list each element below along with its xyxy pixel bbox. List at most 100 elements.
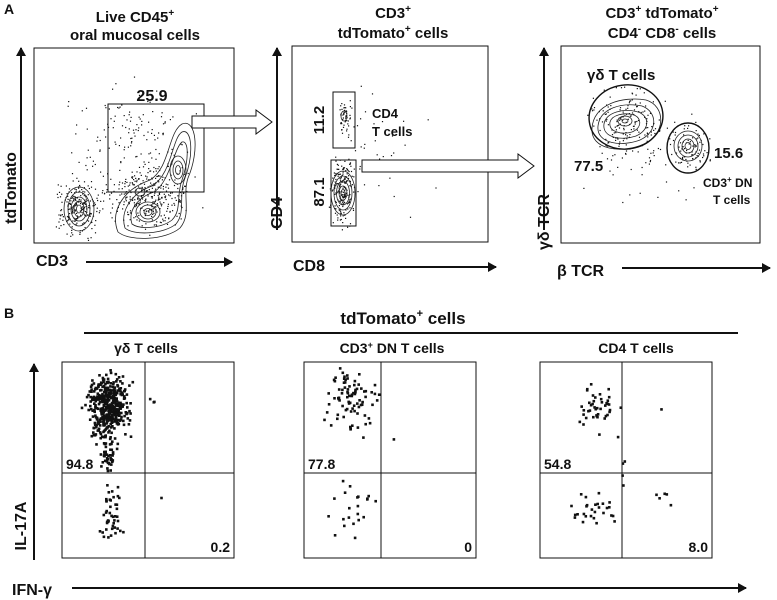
- plotB1-dot: [107, 431, 110, 434]
- plot3-dot: [617, 166, 619, 168]
- plot1-dot: [99, 150, 101, 152]
- plotB3-dot: [619, 406, 623, 409]
- plot2-dot: [348, 200, 351, 202]
- plot3-dot: [648, 163, 650, 165]
- plotB1-dot: [99, 436, 102, 440]
- plot1-dot: [81, 110, 83, 112]
- plot1-dot: [60, 215, 62, 217]
- plot1-dot: [160, 203, 162, 205]
- plotB1-dot: [111, 420, 114, 424]
- plot1-title-line1: Live CD45+: [96, 8, 175, 26]
- plot1-dot: [60, 209, 63, 211]
- plotB3-dot: [582, 512, 586, 516]
- plot3-dot: [622, 119, 624, 121]
- plot1-dot: [106, 189, 108, 191]
- plot1-dot: [137, 186, 140, 188]
- plot1-dot: [150, 196, 153, 198]
- plotB1-dot: [107, 380, 110, 384]
- plot1-dot: [167, 165, 169, 168]
- plotB2-dot: [348, 485, 352, 488]
- plot1-dot: [61, 214, 63, 216]
- plot3-dot: [609, 170, 611, 172]
- plot3-dot: [636, 106, 638, 108]
- plot3-dot: [652, 101, 654, 103]
- plot1-dot: [111, 217, 113, 219]
- plot3-dot: [702, 143, 704, 146]
- plot3-dot: [644, 110, 646, 112]
- plot3-dot: [593, 107, 596, 109]
- plot1-dot: [180, 218, 182, 220]
- plot3-dot: [684, 125, 686, 127]
- plot1-dot: [164, 197, 166, 199]
- plot1-dot: [86, 128, 88, 130]
- plot3-dot: [633, 128, 635, 130]
- plotB1-dot: [101, 413, 105, 416]
- plot1-dot: [157, 137, 159, 139]
- plot1-dot: [58, 214, 60, 216]
- plot1-dot: [121, 188, 123, 190]
- plot1-dot: [85, 203, 87, 206]
- plot3-dot: [628, 102, 630, 104]
- plot1-dot: [75, 199, 77, 201]
- plot3-dot: [696, 155, 698, 157]
- plotB1-dot: [116, 442, 120, 446]
- plotB3-dot: [582, 409, 586, 412]
- plotB1-dot: [101, 407, 104, 410]
- plot1-dot: [145, 210, 147, 212]
- plot1-dot: [131, 199, 134, 201]
- plot1-dot: [89, 156, 91, 158]
- plot1-dot: [155, 209, 157, 211]
- plot1-dot: [72, 212, 74, 214]
- plot1-dot: [162, 176, 164, 178]
- plot2-gate-cd4: [332, 91, 356, 149]
- plot3-dot: [631, 112, 634, 114]
- plot3-dot: [679, 142, 682, 144]
- plot1-dot: [136, 219, 138, 221]
- plot2-dot: [345, 107, 347, 109]
- plot2-title-line2: tdTomato+ cells: [338, 24, 449, 42]
- plot1-dot: [72, 195, 74, 197]
- plotB1-dot: [108, 388, 112, 392]
- plotB1-dot: [89, 395, 92, 399]
- plot1-dot: [135, 205, 138, 207]
- plot3-dot: [611, 129, 613, 131]
- plotB1-dot: [123, 395, 126, 398]
- plot3-dot: [596, 119, 598, 121]
- plot1-dot: [157, 194, 159, 197]
- plot1-dot: [181, 206, 183, 209]
- plotB1-dot: [116, 485, 120, 489]
- plotB1-dot: [105, 509, 108, 513]
- plot1-dot: [140, 174, 142, 176]
- plotB1-dot: [113, 526, 117, 529]
- plot1-dot: [75, 133, 77, 135]
- plot3-dot: [634, 121, 636, 123]
- plot3-dot: [629, 133, 631, 136]
- plotB1-dot: [109, 417, 113, 420]
- plotB1-dot: [110, 413, 114, 417]
- plot1-dot: [135, 177, 137, 179]
- plot1-dot: [100, 171, 102, 173]
- plot1-dot: [73, 195, 75, 198]
- plot2-dot: [345, 170, 347, 172]
- plotB1-dot: [105, 380, 109, 384]
- plot2-dot: [403, 120, 405, 122]
- plot1-dot: [134, 204, 136, 206]
- plot1-dot: [137, 197, 139, 199]
- plot1-dot: [94, 163, 96, 166]
- plot3-dot: [674, 134, 676, 136]
- plot3-gate-dn-label-line1: CD3+ DN: [703, 175, 752, 190]
- plot2-dot: [404, 144, 406, 146]
- plot2-dot: [336, 163, 338, 165]
- plot3-dot: [625, 134, 627, 136]
- plotB2-dot: [355, 387, 359, 391]
- plotB1-dot: [122, 423, 126, 427]
- plotB1-dot: [109, 469, 112, 472]
- plotB2-dot: [358, 373, 361, 376]
- plot1-dot: [62, 219, 64, 221]
- plot1-dot: [152, 207, 154, 210]
- plotB1-dot: [129, 412, 132, 415]
- plot1-dot: [159, 198, 161, 200]
- plot1-dot: [76, 215, 78, 217]
- plotB1-dot: [94, 414, 97, 417]
- plot2-dot: [341, 132, 344, 134]
